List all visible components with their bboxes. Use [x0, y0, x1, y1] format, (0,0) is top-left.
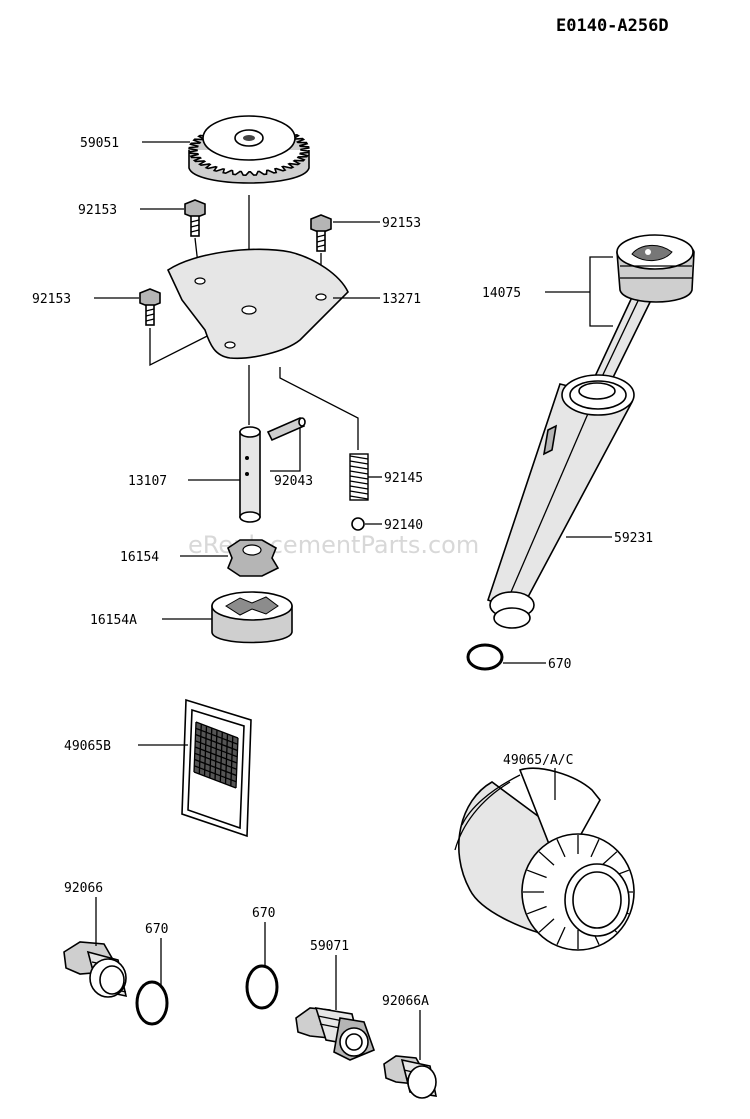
oring-b-part[interactable] — [245, 964, 279, 1010]
part-label-670[interactable]: 670 — [252, 906, 275, 921]
part-label-670[interactable]: 670 — [548, 657, 571, 672]
guide-line — [279, 367, 359, 450]
bolt-part[interactable] — [139, 288, 161, 326]
part-label-59071[interactable]: 59071 — [310, 939, 349, 954]
part-label-92066[interactable]: 92066 — [64, 881, 103, 896]
part-label-59231[interactable]: 59231 — [614, 531, 653, 546]
part-label-59051[interactable]: 59051 — [80, 136, 119, 151]
part-label-14075[interactable]: 14075 — [482, 286, 521, 301]
part-label-92140[interactable]: 92140 — [384, 518, 423, 533]
part-label-670[interactable]: 670 — [145, 922, 168, 937]
screen-filter-part[interactable] — [181, 698, 252, 838]
check-ball[interactable] — [351, 517, 365, 531]
guide-line — [149, 322, 234, 367]
small-plug-part[interactable] — [383, 1055, 438, 1099]
part-label-92153[interactable]: 92153 — [78, 203, 117, 218]
leader-line — [270, 428, 301, 472]
outer-rotor-part[interactable] — [211, 591, 293, 644]
part-label-13107[interactable]: 13107 — [128, 474, 167, 489]
pump-shaft[interactable] — [239, 426, 261, 523]
dipstick-tube-part[interactable] — [486, 374, 635, 629]
part-label-49065-a-c[interactable]: 49065/A/C — [503, 753, 573, 768]
gear-part[interactable] — [188, 115, 310, 184]
oring-a-part[interactable] — [135, 980, 169, 1026]
bolt-part[interactable] — [184, 199, 206, 237]
part-label-16154[interactable]: 16154 — [120, 550, 159, 565]
part-label-49065b[interactable]: 49065B — [64, 739, 111, 754]
part-label-13271[interactable]: 13271 — [382, 292, 421, 307]
pump-cover-plate[interactable] — [166, 248, 349, 360]
part-label-92153[interactable]: 92153 — [382, 216, 421, 231]
pin-part[interactable] — [266, 416, 306, 442]
part-label-92043[interactable]: 92043 — [274, 474, 313, 489]
part-label-16154a[interactable]: 16154A — [90, 613, 137, 628]
part-label-92145[interactable]: 92145 — [384, 471, 423, 486]
tube-oring-part[interactable] — [466, 643, 504, 671]
leader-bracket — [589, 256, 613, 327]
part-label-92066a[interactable]: 92066A — [382, 994, 429, 1009]
oil-filter-part[interactable] — [454, 767, 635, 951]
part-label-92153[interactable]: 92153 — [32, 292, 71, 307]
bolt-part[interactable] — [310, 214, 332, 252]
drain-plug-part[interactable] — [63, 941, 128, 998]
diagram-code: E0140-A256D — [556, 16, 669, 36]
spring-part[interactable] — [349, 453, 369, 501]
fitting-part[interactable] — [295, 1006, 376, 1061]
inner-rotor-part[interactable] — [227, 539, 280, 577]
